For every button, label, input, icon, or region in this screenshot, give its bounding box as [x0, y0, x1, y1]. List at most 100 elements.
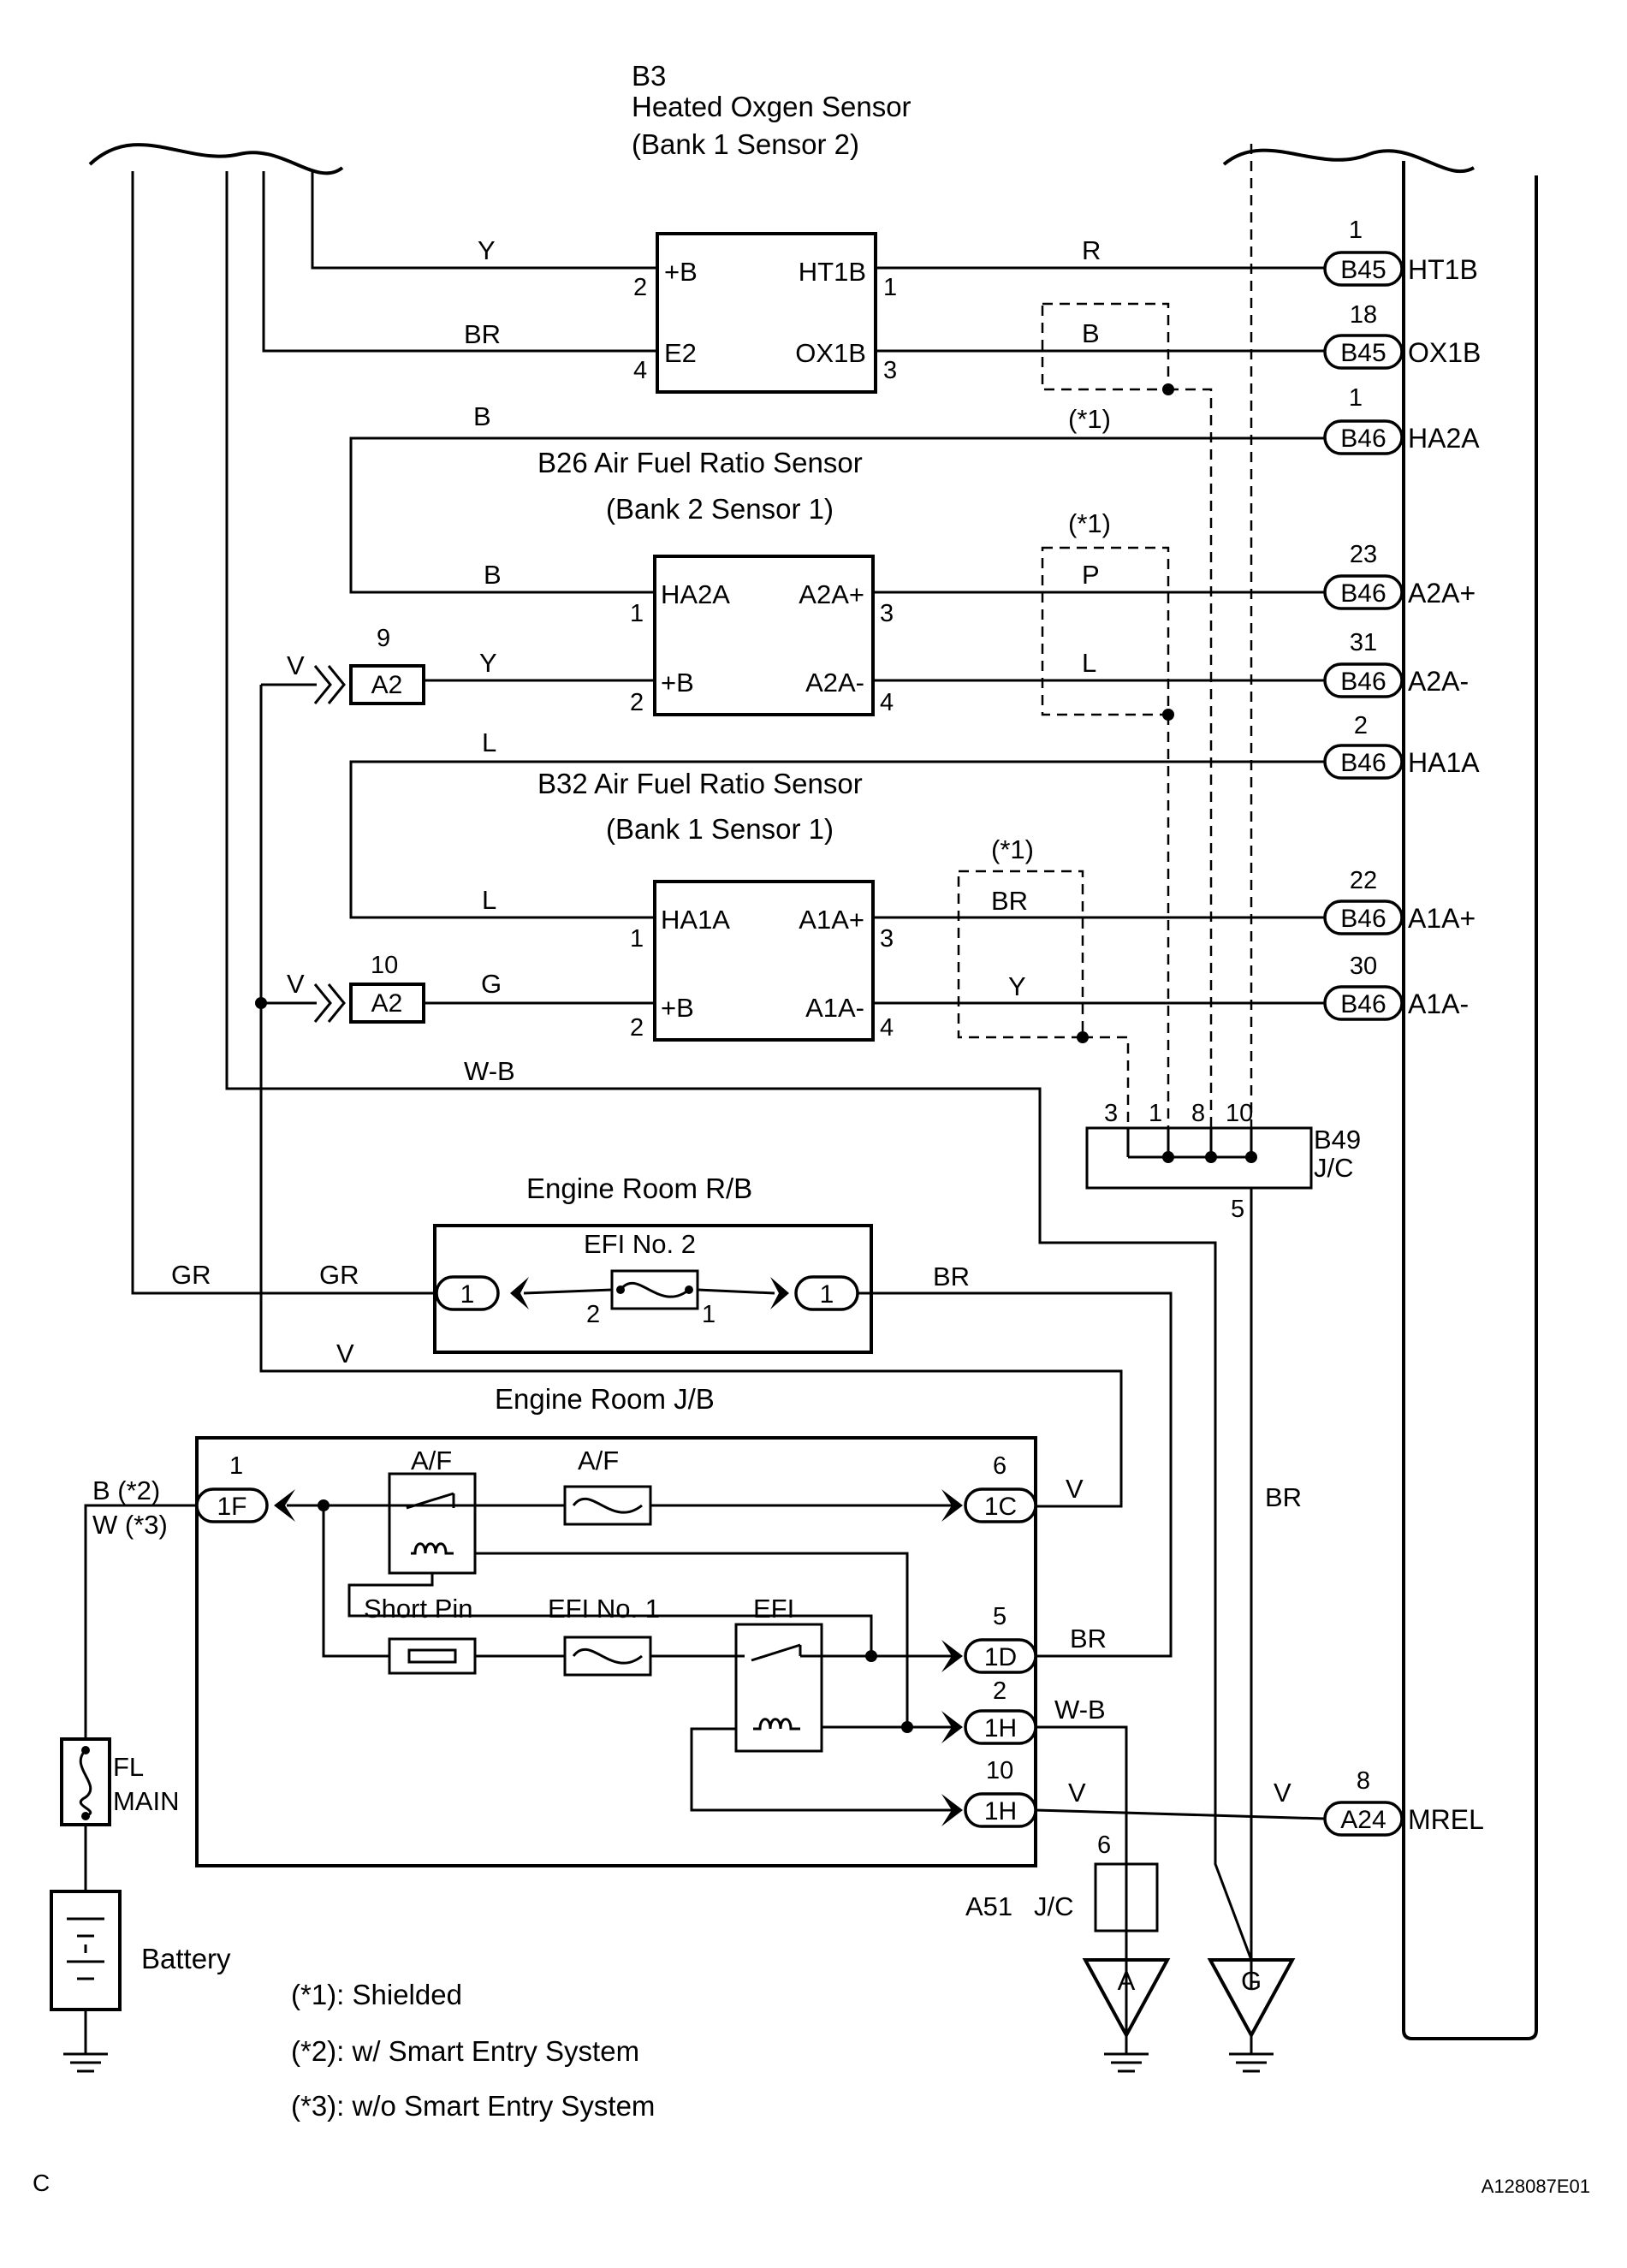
shield-label-top: (*1) — [1068, 404, 1111, 434]
wire-label-b-ha2a-top: B — [473, 401, 491, 431]
wire-l-ha1a — [349, 760, 1325, 919]
wire-label-v-a2-10: V — [287, 969, 305, 999]
arrow-1h10 — [941, 1794, 963, 1826]
wire-label-y-a1am: Y — [1008, 971, 1026, 1001]
pill-b45-18: B45 — [1340, 339, 1386, 367]
wire-jb-lower-bus — [322, 1505, 389, 1658]
b26-terminal-a2am: A2A- — [805, 668, 864, 698]
b32-terminal-a1ap: A1A+ — [799, 905, 864, 935]
wire-label-br-ground: BR — [1265, 1482, 1302, 1512]
pill-b46-30: B46 — [1340, 990, 1386, 1018]
rb-fuse-label: EFI No. 2 — [584, 1229, 696, 1259]
shield-label-low: (*1) — [991, 834, 1034, 864]
break-line-right — [1222, 148, 1476, 174]
pin-efi2-2: 2 — [586, 1301, 600, 1328]
wire-label-y-b26: Y — [479, 648, 497, 678]
wire-label-v-mrel-right: V — [1274, 1778, 1292, 1808]
connector-a2-10-label: A2 — [371, 989, 403, 1018]
b49-junction-10 — [1245, 1151, 1257, 1163]
note-shielded: (*1): Shielded — [291, 1979, 462, 2010]
ecm-mrel: MREL — [1408, 1804, 1484, 1835]
ground-battery-symbol — [63, 2010, 108, 2073]
wire-label-g-b32: G — [481, 969, 502, 999]
b32-bank: (Bank 1 Sensor 1) — [606, 813, 834, 845]
ecm-connector-b45-18: 18 B45 OX1B — [1323, 301, 1481, 370]
wire-af-coil-return — [347, 1573, 873, 1656]
wire-b-ha2a — [349, 436, 1325, 594]
wire-label-br-1d: BR — [1070, 1624, 1107, 1654]
pill-b46-1: B46 — [1340, 425, 1386, 453]
pin-b46-22: 22 — [1350, 867, 1377, 894]
ecm-connector-b46-23: 23 B46 A2A+ — [1323, 541, 1476, 610]
wire-label-v-mrel-left: V — [1068, 1778, 1086, 1808]
pill-1c-label: 1C — [984, 1493, 1017, 1521]
b26-terminal-a2ap: A2A+ — [799, 579, 864, 609]
efi2-fuse-icon — [619, 1282, 690, 1298]
b26-bank: (Bank 2 Sensor 1) — [606, 493, 834, 525]
break-line-left — [88, 143, 344, 175]
ground-g-label: G — [1241, 1966, 1262, 1996]
pin-b49-1: 1 — [1149, 1100, 1162, 1127]
wire-label-v-bus: V — [336, 1339, 354, 1369]
rb-title: Engine Room R/B — [526, 1173, 752, 1204]
ecm-ht1b: HT1B — [1408, 254, 1478, 285]
pin-b26-4: 4 — [880, 689, 894, 716]
wire-label-p: P — [1082, 560, 1100, 590]
wire-gr-rb — [131, 171, 436, 1295]
jb-b2: B (*2) — [92, 1475, 160, 1505]
wire-label-gr-left: GR — [171, 1260, 211, 1290]
ground-a-triangle — [1082, 1958, 1171, 2039]
ecm-ha1a: HA1A — [1408, 747, 1480, 778]
wire-wb-a51 — [1036, 1725, 1128, 1864]
b26-terminal-b: +B — [661, 668, 694, 698]
shield-drain-b32 — [1083, 1036, 1130, 1151]
ecm-connector-b45-1: 1 B45 HT1B — [1323, 217, 1478, 287]
connector-a2-9 — [349, 664, 425, 705]
short-pin-label: Short Pin — [364, 1594, 473, 1624]
b49-junction-1 — [1162, 1151, 1174, 1163]
pill-1h-10-label: 1H — [984, 1797, 1017, 1826]
ecm-a1ap: A1A+ — [1408, 903, 1476, 934]
pill-a24-8: A24 — [1340, 1806, 1386, 1834]
rb-pill-right-label: 1 — [820, 1280, 834, 1309]
pill-1d — [964, 1638, 1037, 1674]
pill-b46-22: B46 — [1340, 905, 1386, 933]
pin-b32-2: 2 — [630, 1014, 644, 1042]
b32-terminal-a1am: A1A- — [805, 993, 864, 1023]
connector-arrow-a2-10 — [313, 983, 346, 1023]
wire-label-l-ha1a: L — [482, 885, 496, 915]
ecm-ha2a: HA2A — [1408, 423, 1480, 454]
pill-1c — [964, 1487, 1037, 1523]
pill-1d-label: 1D — [984, 1643, 1017, 1671]
pin-b3-2: 2 — [633, 274, 647, 301]
ground-a-label: A — [1118, 1966, 1136, 1996]
fl-label-1: FL — [113, 1752, 144, 1782]
shield-label-mid: (*1) — [1068, 508, 1111, 538]
wire-label-b-ox1b: B — [1082, 318, 1100, 348]
efi-relay-box — [734, 1623, 823, 1753]
ecm-connector-b46-31: 31 B46 A2A- — [1323, 629, 1469, 698]
note-no-smart-entry: (*3): w/o Smart Entry System — [291, 2090, 655, 2122]
af-fuse-label: A/F — [578, 1446, 619, 1475]
pill-b46-2: B46 — [1340, 749, 1386, 777]
wire-label-l-a2am: L — [1082, 648, 1096, 678]
b49-stubs — [1126, 1128, 1253, 1157]
wire-wb-ground — [225, 171, 1253, 1961]
footer-right: A128087E01 — [1482, 2176, 1590, 2197]
wire-br-b3 — [262, 171, 657, 353]
efi-relay-coil — [753, 1718, 800, 1731]
ecm-a2am: A2A- — [1408, 666, 1469, 697]
b32-terminal-ha1a: HA1A — [661, 905, 730, 935]
wire-label-wb-1h: W-B — [1054, 1695, 1106, 1725]
ecm-connector-b46-1: 1 B46 HA2A — [1323, 384, 1480, 455]
b3-terminal-ox1b: OX1B — [795, 338, 866, 368]
connector-a2-9-label: A2 — [371, 671, 403, 699]
ecm-outline — [1402, 161, 1538, 2040]
battery-label: Battery — [141, 1943, 231, 1974]
pill-b46-23: B46 — [1340, 579, 1386, 608]
b26-name: B26 Air Fuel Ratio Sensor — [537, 447, 863, 478]
af-fuse-icon — [572, 1498, 643, 1514]
pin-b26-2: 2 — [630, 689, 644, 716]
shield-drain-b3 — [1168, 388, 1213, 1151]
b3-bank: (Bank 1 Sensor 2) — [632, 128, 859, 160]
